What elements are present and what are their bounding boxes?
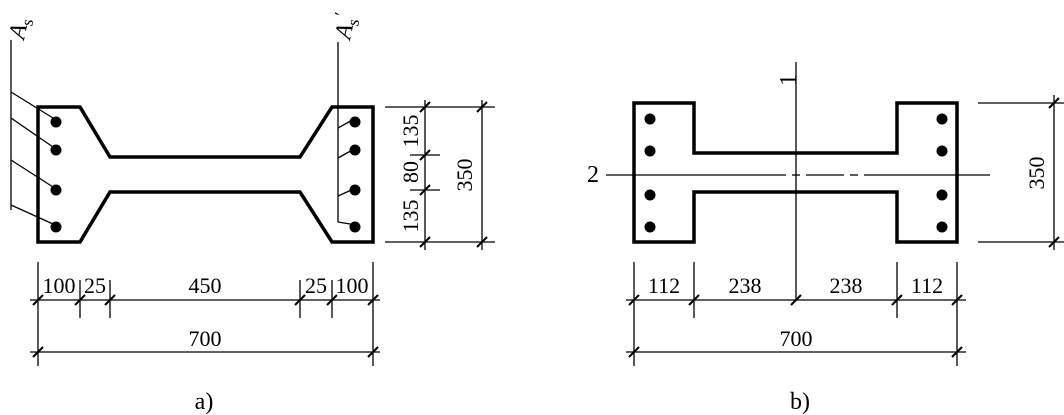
dimension-right-a (385, 100, 495, 250)
rebars-left-b (644, 113, 656, 233)
figure-b: 1 2 112 238 238 112 (587, 62, 1064, 415)
dim-label-100-left: 100 (43, 273, 76, 298)
rebar-dot (349, 116, 361, 128)
dim-label-100-right: 100 (336, 273, 369, 298)
rebar-dot (644, 189, 656, 201)
rebars-right-b (936, 113, 948, 233)
dim-label-112-right: 112 (911, 273, 943, 298)
rebar-dot (644, 221, 656, 233)
dim-label-80: 80 (398, 161, 423, 183)
axis-1-label: 1 (776, 74, 802, 86)
dim-label-350-b: 350 (1024, 157, 1049, 190)
section-a-outline (36, 105, 375, 244)
rebar-dot (50, 221, 62, 233)
dim-label-700-b: 700 (780, 326, 813, 351)
dim-label-238-left: 238 (729, 273, 762, 298)
rebars-right-a (349, 116, 361, 233)
caption-b: b) (790, 389, 810, 415)
rebar-label-as-prime: As′ (326, 11, 364, 44)
rebar-dot (936, 145, 948, 157)
rebar-dot (936, 189, 948, 201)
section-b-outline (632, 101, 959, 244)
axis-2-label: 2 (587, 162, 599, 188)
dimension-total-b (626, 318, 966, 366)
dimension-bottom-b (626, 262, 966, 318)
dim-label-135-bottom: 135 (398, 200, 423, 233)
rebar-dot (50, 184, 62, 196)
caption-a: a) (195, 389, 214, 415)
rebar-dot (50, 116, 62, 128)
dim-label-450: 450 (189, 273, 222, 298)
dim-label-25-left: 25 (84, 273, 106, 298)
rebar-dot (50, 144, 62, 156)
rebars-left-a (50, 116, 62, 233)
rebar-dot (349, 184, 361, 196)
rebar-dot (936, 113, 948, 125)
leader-lines-left-a (10, 40, 54, 225)
rebar-label-as: As (4, 15, 37, 44)
leader-lines-right-a (337, 42, 357, 226)
rebar-dot (936, 221, 948, 233)
dim-label-700-a: 700 (189, 326, 222, 351)
dim-label-112-left: 112 (648, 273, 680, 298)
rebar-dot (349, 144, 361, 156)
dimension-bottom-a (30, 262, 380, 318)
dim-label-135-top: 135 (398, 115, 423, 148)
dim-label-25-right: 25 (305, 273, 327, 298)
rebar-dot (644, 113, 656, 125)
dimension-right-b (978, 95, 1064, 250)
rebar-dot (349, 221, 361, 233)
rebar-dot (644, 145, 656, 157)
dim-label-350-a: 350 (452, 159, 477, 192)
dim-label-238-right: 238 (830, 273, 863, 298)
figure-a: As As′ 100 25 450 25 (4, 11, 495, 415)
dimension-total-a (30, 318, 380, 366)
